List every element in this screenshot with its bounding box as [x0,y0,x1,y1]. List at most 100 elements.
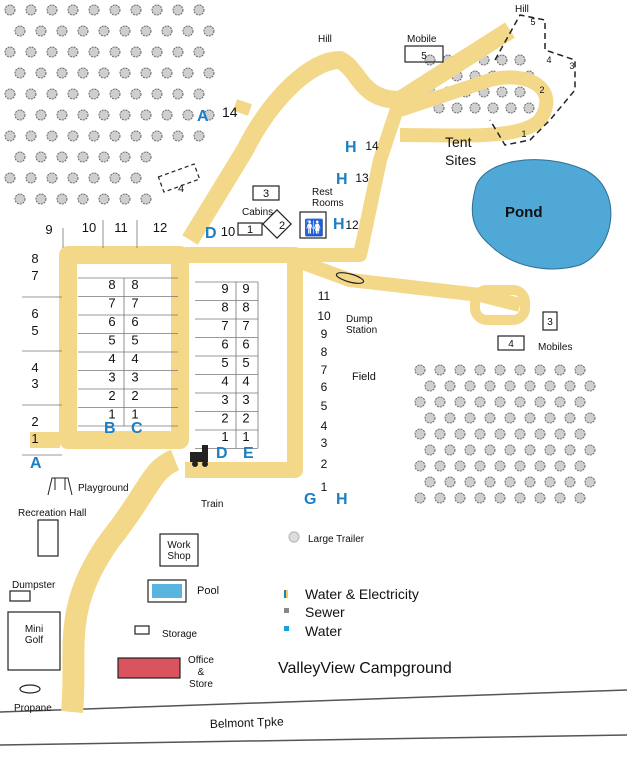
tree-icon [25,172,37,184]
rest-rooms-label: Rest [312,187,333,198]
tree-icon [56,67,68,79]
site-number: 5 [221,355,228,370]
tree-icon [504,444,516,456]
tree-icon [574,492,586,504]
site-number: 8 [131,277,138,292]
restroom-building [299,211,327,239]
tree-icon [109,4,121,16]
tree-icon [46,4,58,16]
large-trailer-label: Large Trailer [308,534,365,545]
mobile-4-box [497,335,525,351]
site-number: 1 [242,429,249,444]
legend-sewer: Sewer [305,604,345,620]
mini-golf-label: Mini [25,624,43,635]
tree-icon [564,380,576,392]
tree-icon [574,396,586,408]
tree-icon [554,396,566,408]
row-letter-d: D [216,445,228,462]
site-number: 3 [31,376,38,391]
work-shop-label: Shop [167,551,191,562]
tree-icon [151,4,163,16]
tree-icon [67,4,79,16]
tree-icon [140,109,152,121]
dumpster-label: Dumpster [12,580,56,591]
tree-icon [554,428,566,440]
tree-icon [35,109,47,121]
train-icon [190,445,208,467]
tree-icon [77,151,89,163]
tree-icon [182,109,194,121]
row-letter-h-14: H [345,139,357,156]
office-store-label: & [198,667,205,678]
tree-icon [46,46,58,58]
tree-icon [56,25,68,37]
site-number: 12 [153,220,167,235]
site-number: 1 [247,224,253,236]
tree-icon [56,193,68,205]
dump-station-label: Station [346,325,377,336]
tree-icon [98,67,110,79]
site-number: 3 [131,370,138,385]
site-number: 5 [321,399,328,413]
cabin-1-box [237,222,263,236]
playground-icon [47,477,73,496]
site-number: 9 [45,222,52,237]
tree-icon [484,444,496,456]
tree-icon [172,46,184,58]
dump-station-label: Dump [346,314,373,325]
tree-icon [109,172,121,184]
cabin-3-box [252,185,280,201]
tree-icon [172,130,184,142]
tree-icon [584,412,596,424]
site-number: 10 [317,309,331,323]
tree-icon [464,380,476,392]
tree-icon [25,46,37,58]
tree-icon [119,67,131,79]
office-store-label: Store [189,679,213,690]
campground-roads [30,22,554,714]
tree-icon [172,4,184,16]
site-number: 1 [31,431,38,446]
propane-label: Propane [14,703,52,714]
tree-icon [534,428,546,440]
tree-icon [544,412,556,424]
dumpster-box [9,590,31,602]
tree-icon [544,380,556,392]
propane-tank [19,684,41,694]
site-number: 2 [321,457,328,471]
tree-icon [574,364,586,376]
rest-rooms-label: Rooms [312,198,344,209]
dump-station-icon [335,272,365,284]
tree-icon [414,460,426,472]
site-number: 9 [242,281,249,296]
tree-icon [424,476,436,488]
legend-water-electricity: Water & Electricity [305,586,419,602]
site-number: 11 [114,220,128,235]
tree-icon [14,151,26,163]
tree-icon [414,492,426,504]
tree-icon [98,25,110,37]
site-number: 8 [321,345,328,359]
site-number: 4 [221,374,228,389]
tree-icon [496,86,508,98]
site-number: 2 [279,220,285,232]
tree-icon [564,412,576,424]
tree-icon [88,46,100,58]
site-number: 6 [108,314,115,329]
tent-sites-label: Sites [445,152,476,168]
tree-icon [484,412,496,424]
tree-icon [474,396,486,408]
site-number: 4 [108,351,115,366]
tree-icon [130,172,142,184]
office-store-label: Office [188,655,214,666]
tree-icon [161,25,173,37]
tree-icon [98,151,110,163]
tree-icon [35,193,47,205]
tree-icon [514,396,526,408]
tree-icon [524,380,536,392]
tree-icon [46,172,58,184]
recreation-hall-label: Recreation Hall [18,508,86,519]
tree-icon [119,109,131,121]
site-number: 5 [530,17,535,27]
